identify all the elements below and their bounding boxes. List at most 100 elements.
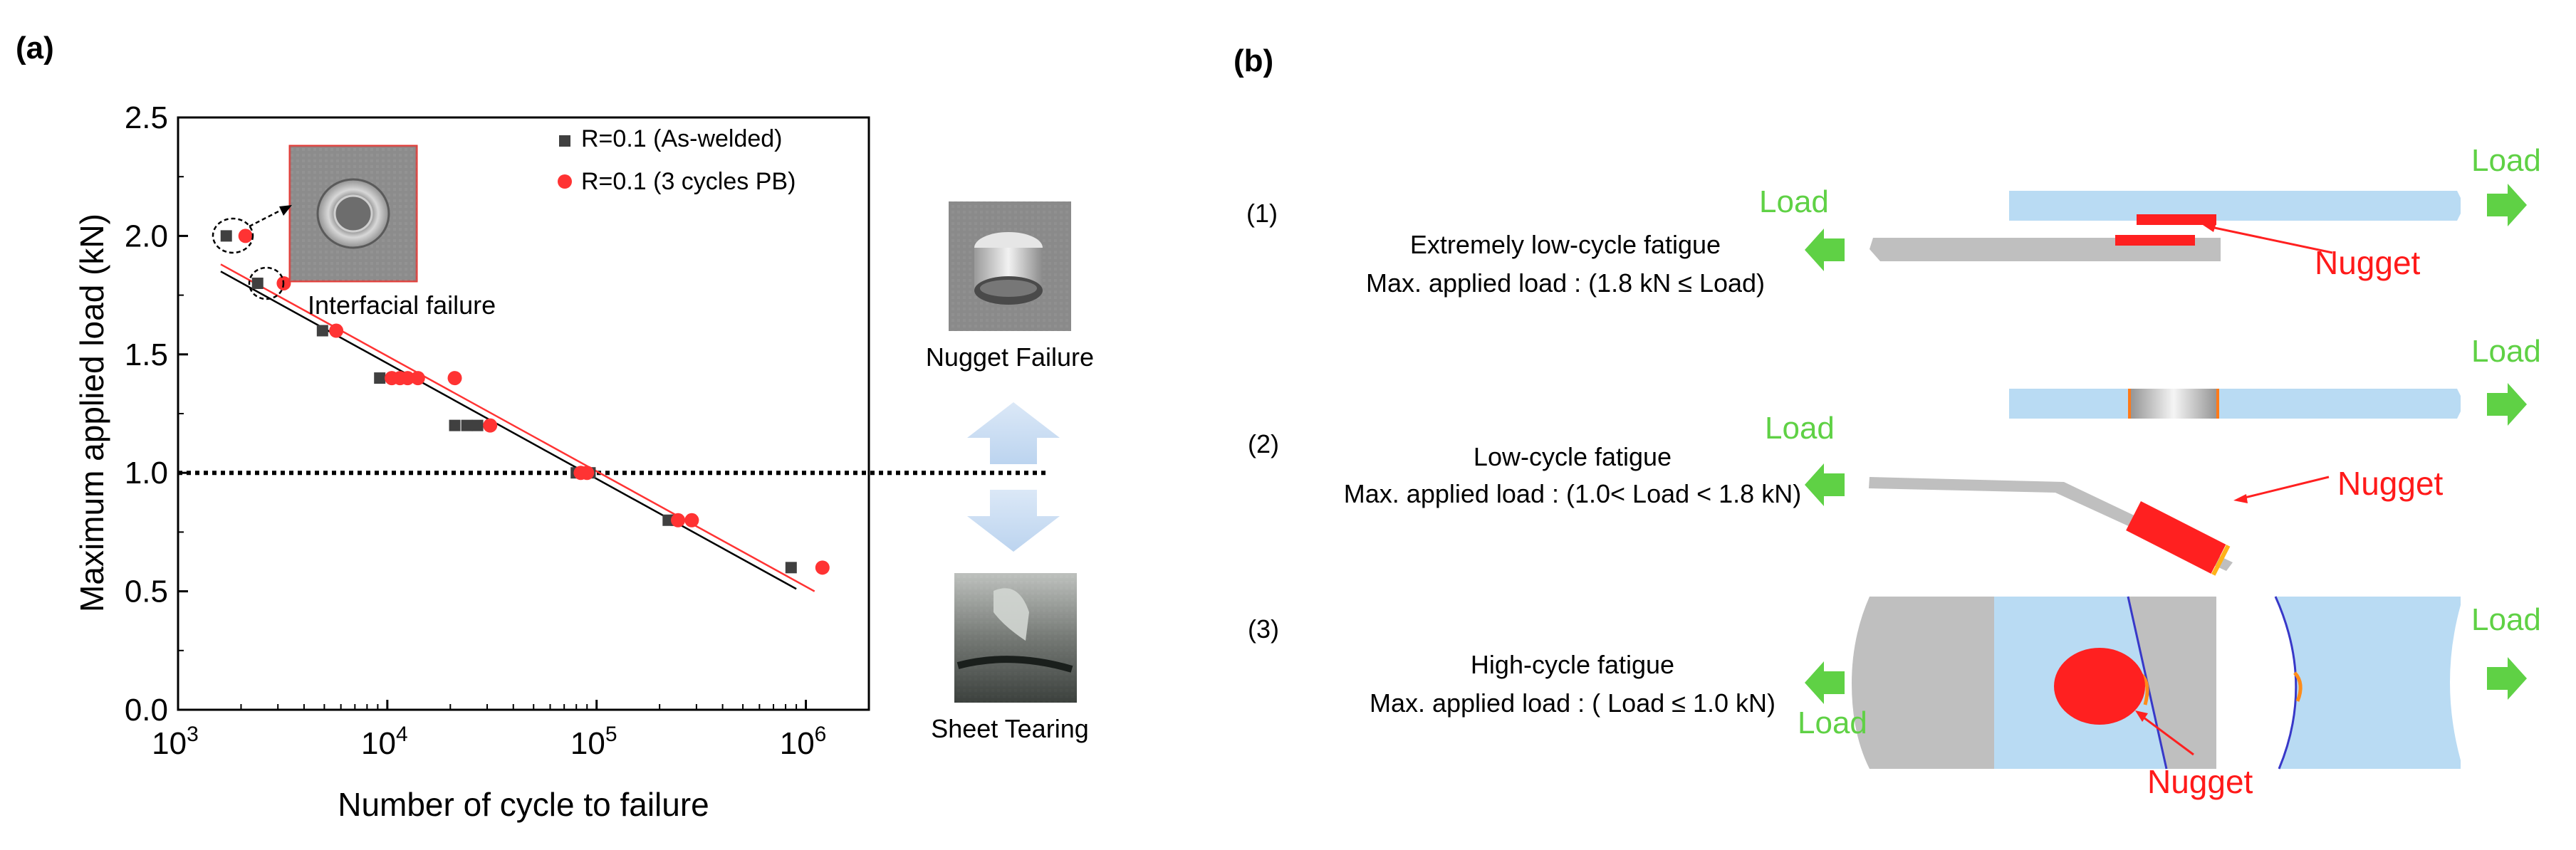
data-point-as-welded: [374, 372, 386, 384]
nugget-failure-label: Nugget Failure: [926, 342, 1094, 372]
y-tick-label: 2.5: [125, 100, 168, 135]
y-tick-label: 1.0: [125, 456, 168, 490]
y-tick-label: 0.0: [125, 693, 168, 728]
data-point-as-welded: [785, 562, 797, 574]
interfacial-failure-photo: [288, 145, 418, 283]
case-3-load-left: Load: [1798, 705, 1867, 740]
panel-b-label: (b): [1234, 43, 1273, 78]
x-tick-label: 103: [152, 723, 199, 761]
case-3-title: High-cycle fatigue: [1471, 650, 1674, 679]
sheet-tearing-label: Sheet Tearing: [931, 714, 1089, 743]
y-axis-label: Maximum applied load (kN): [73, 214, 110, 612]
case-2-top-sheet: [2009, 389, 2461, 419]
highlight-circle-2kn: [212, 217, 254, 254]
case-2-pulled-barrel: [2128, 389, 2219, 419]
case-1-nugget-top: [2137, 214, 2216, 225]
legend: R=0.1 (As-welded) R=0.1 (3 cycles PB): [558, 125, 796, 195]
case-1-number: (1): [1246, 199, 1278, 228]
case-3-blue-right: [2275, 597, 2461, 769]
legend-marker-as-welded: [559, 135, 570, 147]
case-2-nugget-edge: [2211, 545, 2231, 576]
case-2-nugget-pointer: [2241, 476, 2330, 500]
case-3-text: (3) High-cycle fatigue Max. applied load…: [1248, 614, 1775, 718]
x-tick-label: 106: [780, 723, 827, 761]
case-2-arrow-left: [1805, 463, 1845, 506]
data-point-as-welded: [461, 419, 473, 431]
data-point-as-welded: [471, 419, 484, 431]
case-1-pointer-head: [2203, 223, 2216, 232]
case-3-arrow-left: [1805, 661, 1845, 704]
case-2-arrow-right: [2487, 383, 2527, 426]
case-2-diagram: Nugget Load Load: [1765, 334, 2541, 576]
case-2-text: (2) Low-cycle fatigue Max. applied load …: [1248, 429, 1801, 508]
fit-line: [220, 271, 797, 590]
case-2-desc: Max. applied load : (1.0< Load < 1.8 kN): [1344, 479, 1801, 508]
y-axis: 0.0 0.5 1.0 1.5 2.0 2.5: [125, 100, 188, 728]
data-point-pb: [329, 323, 344, 338]
case-1-top-sheet: [2009, 191, 2461, 221]
panel-a-label: (a): [16, 31, 54, 65]
case-1-nugget-label: Nugget: [2315, 244, 2421, 281]
case-3-tear-edge-right: [2293, 671, 2303, 702]
y-tick-label: 1.5: [125, 337, 168, 372]
case-2-nugget: [2126, 501, 2226, 574]
sheet-tearing-photo: [954, 573, 1077, 703]
x-tick-label: 105: [570, 723, 617, 761]
case-3-nugget: [2054, 648, 2145, 725]
case-1-text: (1) Extremely low-cycle fatigue Max. app…: [1246, 199, 1765, 298]
case-1-nugget-pointer: [2207, 225, 2333, 254]
x-axis: 103 104 105 106: [152, 700, 826, 761]
data-point-as-welded: [220, 230, 232, 242]
case-2-load-left: Load: [1765, 411, 1835, 446]
data-point-pb: [815, 560, 830, 575]
case-2-bent-sheet: [1869, 477, 2233, 571]
case-1-title: Extremely low-cycle fatigue: [1410, 230, 1721, 259]
case-2-load-right: Load: [2471, 334, 2541, 369]
case-3-nugget-pointer: [2140, 714, 2194, 756]
case-2-pointer-head: [2233, 494, 2248, 503]
fit-line: [220, 263, 815, 592]
legend-label-as-welded: R=0.1 (As-welded): [581, 125, 783, 152]
case-3-nugget-label: Nugget: [2147, 763, 2253, 800]
data-point-pb: [400, 371, 415, 386]
case-3-desc: Max. applied load : ( Load ≤ 1.0 kN): [1370, 688, 1775, 718]
highlight-circle-1-8kn: [248, 266, 285, 300]
case-3-arrow-right: [2487, 657, 2527, 700]
case-3-load-right: Load: [2471, 602, 2541, 637]
data-point-as-welded: [316, 325, 328, 337]
x-tick-label: 104: [361, 723, 408, 761]
case-1-diagram: Nugget Load Load: [1759, 143, 2541, 281]
data-point-pb: [684, 513, 699, 528]
case-2-number: (2): [1248, 429, 1279, 458]
data-point-pb: [410, 371, 425, 386]
case-1-nugget-bottom: [2115, 235, 2195, 246]
case-1-arrow-left: [1805, 229, 1845, 271]
interfacial-failure-label: Interfacial failure: [308, 290, 496, 320]
data-point-pb: [483, 418, 498, 433]
up-arrow: [967, 402, 1060, 464]
case-3-number: (3): [1248, 614, 1279, 644]
fit-lines: [220, 263, 815, 592]
down-arrow: [967, 490, 1060, 552]
data-point-pb: [671, 513, 686, 528]
case-1-desc: Max. applied load : (1.8 kN ≤ Load): [1366, 268, 1765, 298]
case-1-arrow-right: [2487, 184, 2527, 226]
chart-area: 0.0 0.5 1.0 1.5 2.0 2.5 103 104 105 106 R=0.1 (A…: [73, 100, 1045, 823]
case-3-pointer-head: [2135, 710, 2148, 722]
case-1-load-right: Load: [2471, 143, 2541, 178]
case-3-crack-right: [2274, 596, 2298, 770]
case-1-load-left: Load: [1759, 184, 1829, 219]
callout-arrow-head: [279, 205, 292, 216]
case-2-title: Low-cycle fatigue: [1474, 442, 1672, 471]
data-point-pb: [580, 466, 595, 481]
callout-arrow: [249, 209, 282, 228]
data-point-pb: [238, 229, 253, 243]
y-tick-label: 2.0: [125, 219, 168, 253]
y-tick-label: 0.5: [125, 574, 168, 609]
case-3-diagram: Nugget Load Load: [1798, 596, 2541, 800]
data-point-pb: [447, 371, 462, 386]
x-axis-label: Number of cycle to failure: [338, 786, 709, 823]
data-points: [220, 229, 830, 575]
data-point-as-welded: [251, 277, 264, 289]
